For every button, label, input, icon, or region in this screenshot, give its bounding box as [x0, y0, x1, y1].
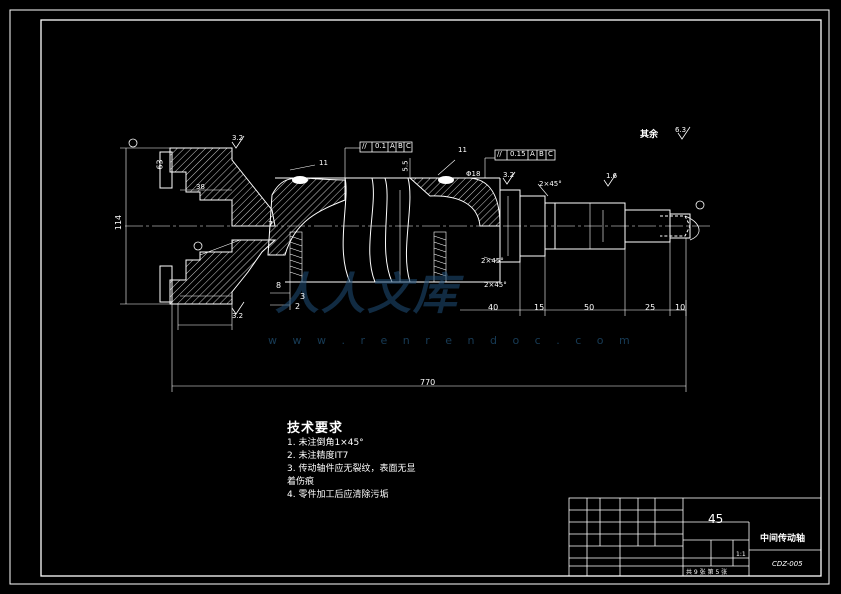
dimension-lines — [120, 147, 687, 392]
rest-roughness-value: 6.3 — [675, 126, 687, 134]
threaded-hole-left — [289, 231, 303, 283]
material-label: 45 — [708, 512, 724, 526]
dim-50: 50 — [584, 303, 595, 312]
gdt2-symbol: // — [497, 150, 502, 158]
roughness-1: 3.2 — [232, 134, 244, 142]
dim-8: 8 — [276, 281, 282, 290]
roughness-symbols — [231, 126, 691, 315]
gdt2-datum-c: C — [548, 150, 553, 158]
dim-3: 3 — [300, 292, 306, 301]
threaded-hole-right — [433, 231, 447, 283]
dim-phi18: Φ18 — [466, 170, 481, 178]
gdt1-symbol: // — [362, 142, 367, 150]
watermark-url: w w w . r e n r e n d o c . c o m — [268, 334, 636, 347]
dim-chamfer-3: 2×45° — [484, 281, 507, 289]
roughness-3: 1.6 — [606, 172, 618, 180]
dim-40: 40 — [488, 303, 499, 312]
dim-38: 38 — [196, 183, 205, 191]
watermark-logo: 人人文库 — [275, 269, 459, 320]
tech-req-item: 4. 零件加工后应清除污垢 — [287, 490, 389, 500]
roughness-2: 3.2 — [503, 171, 515, 179]
part-name: 中间传动轴 — [760, 534, 806, 544]
gdt1-datum-a: A — [390, 142, 395, 150]
tech-req-item: 着伤痕 — [287, 477, 315, 487]
dim-total-length: 770 — [420, 378, 436, 387]
scale-value: 1:1 — [736, 551, 746, 558]
leader-11-left: 11 — [319, 159, 328, 167]
dim-10: 10 — [675, 303, 686, 312]
gdt2-datum-b: B — [539, 150, 544, 158]
dim-5-5: 5.5 — [401, 160, 410, 172]
yoke-top — [169, 147, 276, 227]
gdt-frame-2 — [494, 149, 556, 161]
dim-63: 63 — [155, 159, 165, 170]
yoke-left-top-block — [159, 151, 173, 189]
gdt-frame-1 — [359, 141, 413, 153]
dim-chamfer-2: 2×45° — [481, 257, 504, 265]
title-block — [568, 497, 822, 577]
dim-2: 2 — [295, 302, 301, 311]
sheet-info: 共 9 张 第 5 张 — [686, 569, 728, 576]
neck-left — [267, 177, 346, 256]
gdt2-tol: 0.15 — [510, 150, 526, 158]
inner-border — [40, 19, 822, 577]
gdt1-datum-b: B — [398, 142, 403, 150]
tech-req-item: 2. 未注精度IT7 — [287, 451, 349, 461]
dim-25: 25 — [645, 303, 656, 312]
datum-markers — [128, 138, 705, 251]
gdt1-tol: 0.1 — [375, 142, 387, 150]
neck-right — [408, 177, 501, 227]
dim-chamfer: 2×45° — [539, 180, 562, 188]
tech-requirements-title: 技术要求 — [287, 421, 344, 436]
roughness-4: 3.2 — [232, 312, 244, 320]
tech-req-item: 3. 传动轴件应无裂纹，表面无显 — [287, 464, 416, 474]
stepped-shaft — [500, 189, 691, 263]
outer-border — [9, 9, 830, 585]
yoke-left-bottom-block — [159, 265, 173, 303]
dim-15: 15 — [534, 303, 545, 312]
yoke-bottom — [169, 239, 277, 305]
dim-7: 7 — [268, 220, 274, 229]
gdt2-datum-a: A — [530, 150, 535, 158]
weld-mark-left — [292, 176, 308, 184]
leader-11-right: 11 — [458, 146, 467, 154]
tech-req-item: 1. 未注倒角1×45° — [287, 438, 364, 448]
drawing-number: CDZ-005 — [772, 560, 803, 568]
weld-mark-right — [438, 176, 454, 184]
dim-114: 114 — [114, 214, 124, 231]
gdt1-datum-c: C — [406, 142, 411, 150]
rest-roughness-label: 其余 — [640, 130, 659, 140]
